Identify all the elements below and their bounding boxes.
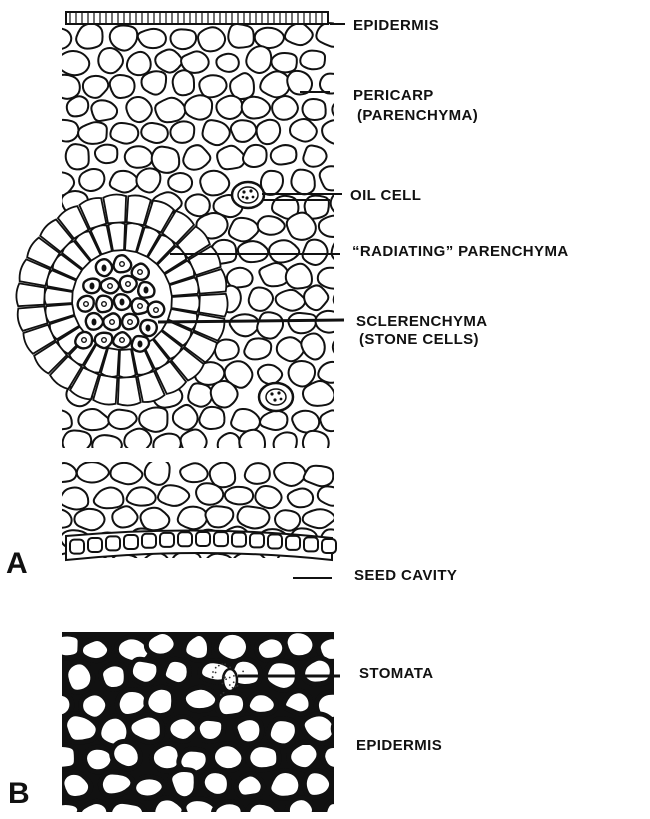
epidermis-band	[66, 12, 328, 24]
inner-epidermis-row	[66, 530, 336, 560]
leader-sclerenchyma	[158, 320, 344, 322]
label-epidermis-top: EPIDERMIS	[353, 16, 439, 35]
label-oil-cell: OIL CELL	[350, 186, 421, 205]
label-sclerenchyma: SCLERENCHYMA	[356, 312, 487, 331]
label-stone-cells: (STONE CELLS)	[359, 330, 479, 349]
label-pericarp-sub: (PARENCHYMA)	[357, 106, 478, 125]
panel-letter-b: B	[8, 778, 30, 810]
oil-cell-upper	[232, 182, 264, 208]
panel-letter-a: A	[6, 548, 28, 580]
epidermis-surface-cells	[44, 631, 368, 819]
label-seed-cavity: SEED CAVITY	[354, 566, 457, 585]
oil-cell-lower	[259, 383, 293, 411]
label-epidermis-b: EPIDERMIS	[356, 736, 442, 755]
label-radiating-parenchyma: “RADIATING” PARENCHYMA	[352, 242, 569, 261]
label-stomata: STOMATA	[359, 664, 433, 683]
label-pericarp: PERICARP	[353, 86, 434, 105]
